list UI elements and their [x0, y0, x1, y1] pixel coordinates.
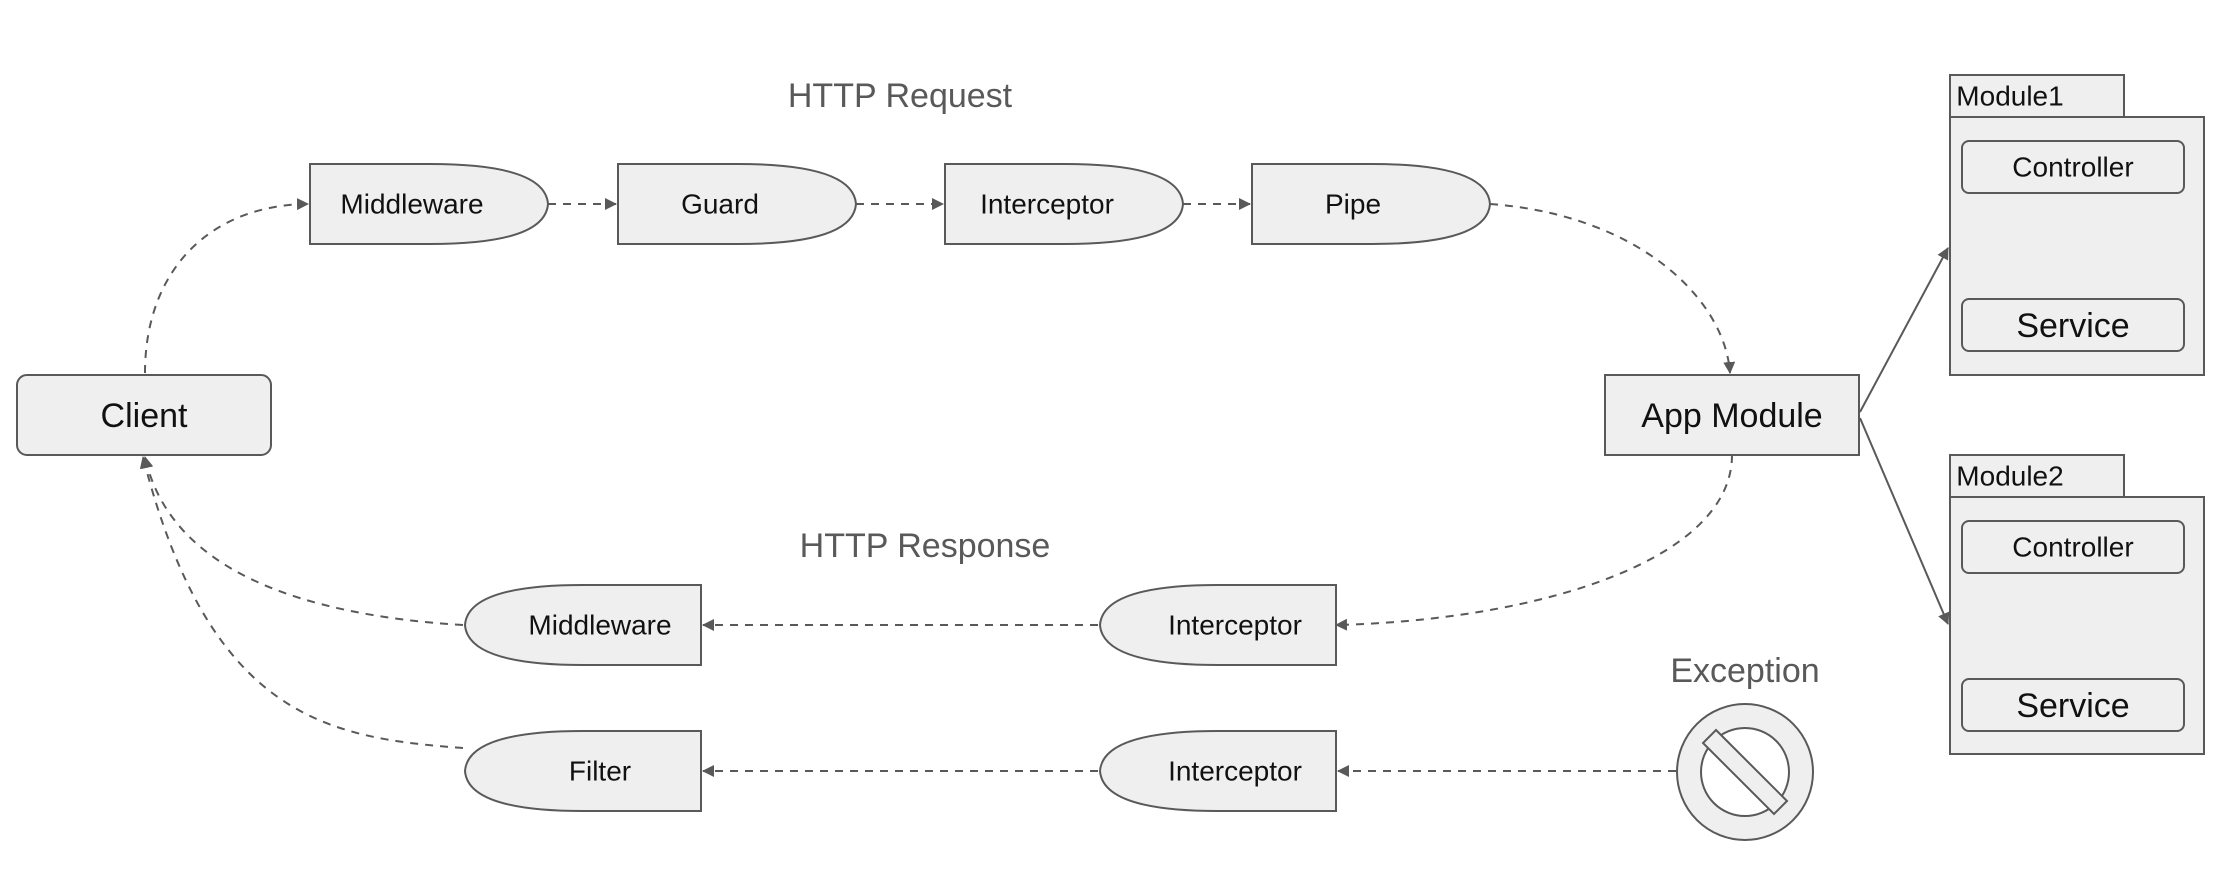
- module1-service-label: Service: [2016, 307, 2129, 345]
- prohibited-icon: [1676, 703, 1814, 841]
- request-interceptor-node: Interceptor: [944, 163, 1185, 245]
- pipe-label: Pipe: [1325, 189, 1381, 220]
- filter-node: Filter: [463, 730, 702, 812]
- exception-interceptor-label: Interceptor: [1168, 756, 1302, 787]
- module2-controller-label: Controller: [2012, 532, 2133, 563]
- edge-response-middleware-to-client: [141, 456, 464, 626]
- http-response-caption: HTTP Response: [800, 527, 1051, 565]
- response-middleware-label: Middleware: [528, 610, 671, 641]
- response-interceptor-node: Interceptor: [1098, 584, 1337, 666]
- request-middleware-node: Middleware: [309, 163, 550, 245]
- pipe-node: Pipe: [1251, 163, 1492, 245]
- module2-container: Module2 Controller Service: [1949, 454, 2205, 755]
- edges: [139, 194, 2130, 777]
- module1-controller: Controller: [1961, 140, 2185, 194]
- edge-pipe-to-app-module: [1489, 203, 1736, 374]
- edge-app-module-to-module2: [1859, 417, 1950, 625]
- guard-label: Guard: [681, 189, 759, 220]
- client-label: Client: [101, 397, 188, 435]
- response-middleware-node: Middleware: [463, 584, 702, 666]
- edge-app-module-to-module1: [1859, 247, 1949, 413]
- module2-service: Service: [1961, 678, 2185, 732]
- module2-tab-label: Module2: [1956, 461, 2063, 492]
- edge-filter-to-client: [139, 456, 464, 749]
- request-interceptor-label: Interceptor: [980, 189, 1114, 220]
- filter-label: Filter: [569, 756, 631, 787]
- http-request-caption: HTTP Request: [788, 77, 1013, 115]
- edge-client-to-middleware: [144, 198, 309, 374]
- app-module-node: App Module: [1604, 374, 1860, 456]
- module1-controller-label: Controller: [2012, 152, 2133, 183]
- request-middleware-label: Middleware: [340, 189, 483, 220]
- guard-node: Guard: [617, 163, 858, 245]
- edge-app-module-to-response-interceptor: [1335, 454, 1733, 631]
- exception-interceptor-node: Interceptor: [1098, 730, 1337, 812]
- app-module-label: App Module: [1641, 397, 1822, 435]
- module2-service-label: Service: [2016, 687, 2129, 725]
- exception-caption: Exception: [1670, 652, 1819, 690]
- module2-controller: Controller: [1961, 520, 2185, 574]
- response-interceptor-label: Interceptor: [1168, 610, 1302, 641]
- module1-container: Module1 Controller Service: [1949, 74, 2205, 376]
- module1-service: Service: [1961, 298, 2185, 352]
- module1-tab-label: Module1: [1956, 81, 2063, 112]
- client-node: Client: [16, 374, 272, 456]
